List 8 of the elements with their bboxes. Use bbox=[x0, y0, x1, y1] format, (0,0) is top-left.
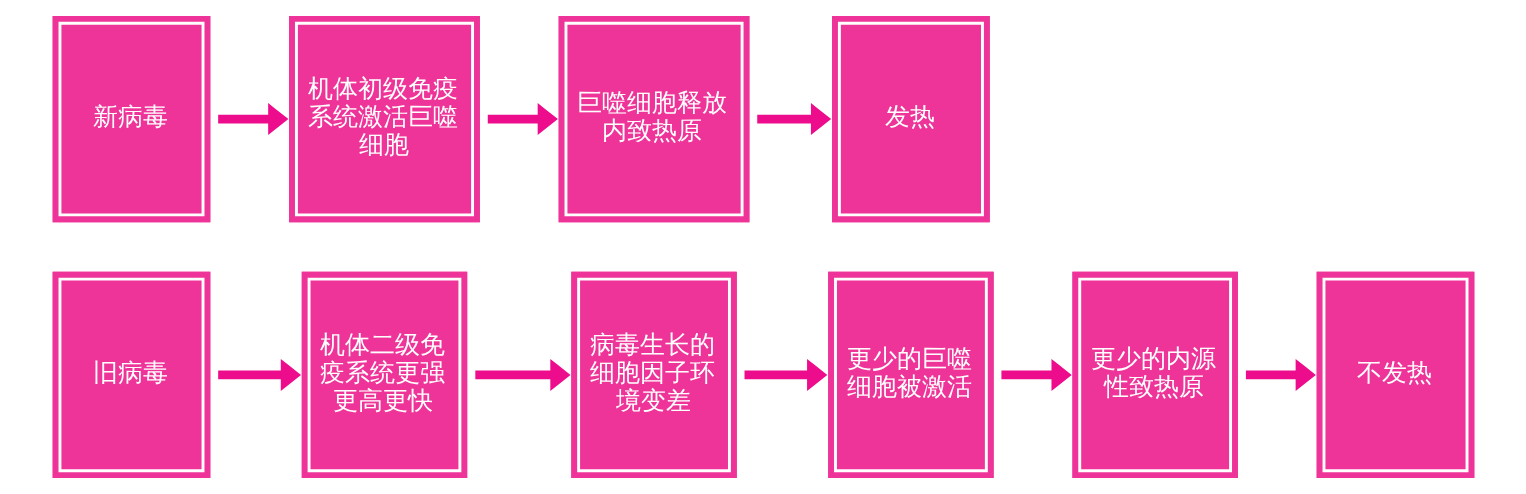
arrow bbox=[217, 103, 288, 135]
arrow bbox=[1245, 359, 1316, 391]
arrow bbox=[756, 103, 831, 135]
arrow bbox=[487, 103, 558, 135]
arrow bbox=[474, 359, 571, 391]
arrow bbox=[217, 359, 301, 391]
arrow bbox=[744, 359, 827, 391]
arrow bbox=[1000, 359, 1072, 391]
